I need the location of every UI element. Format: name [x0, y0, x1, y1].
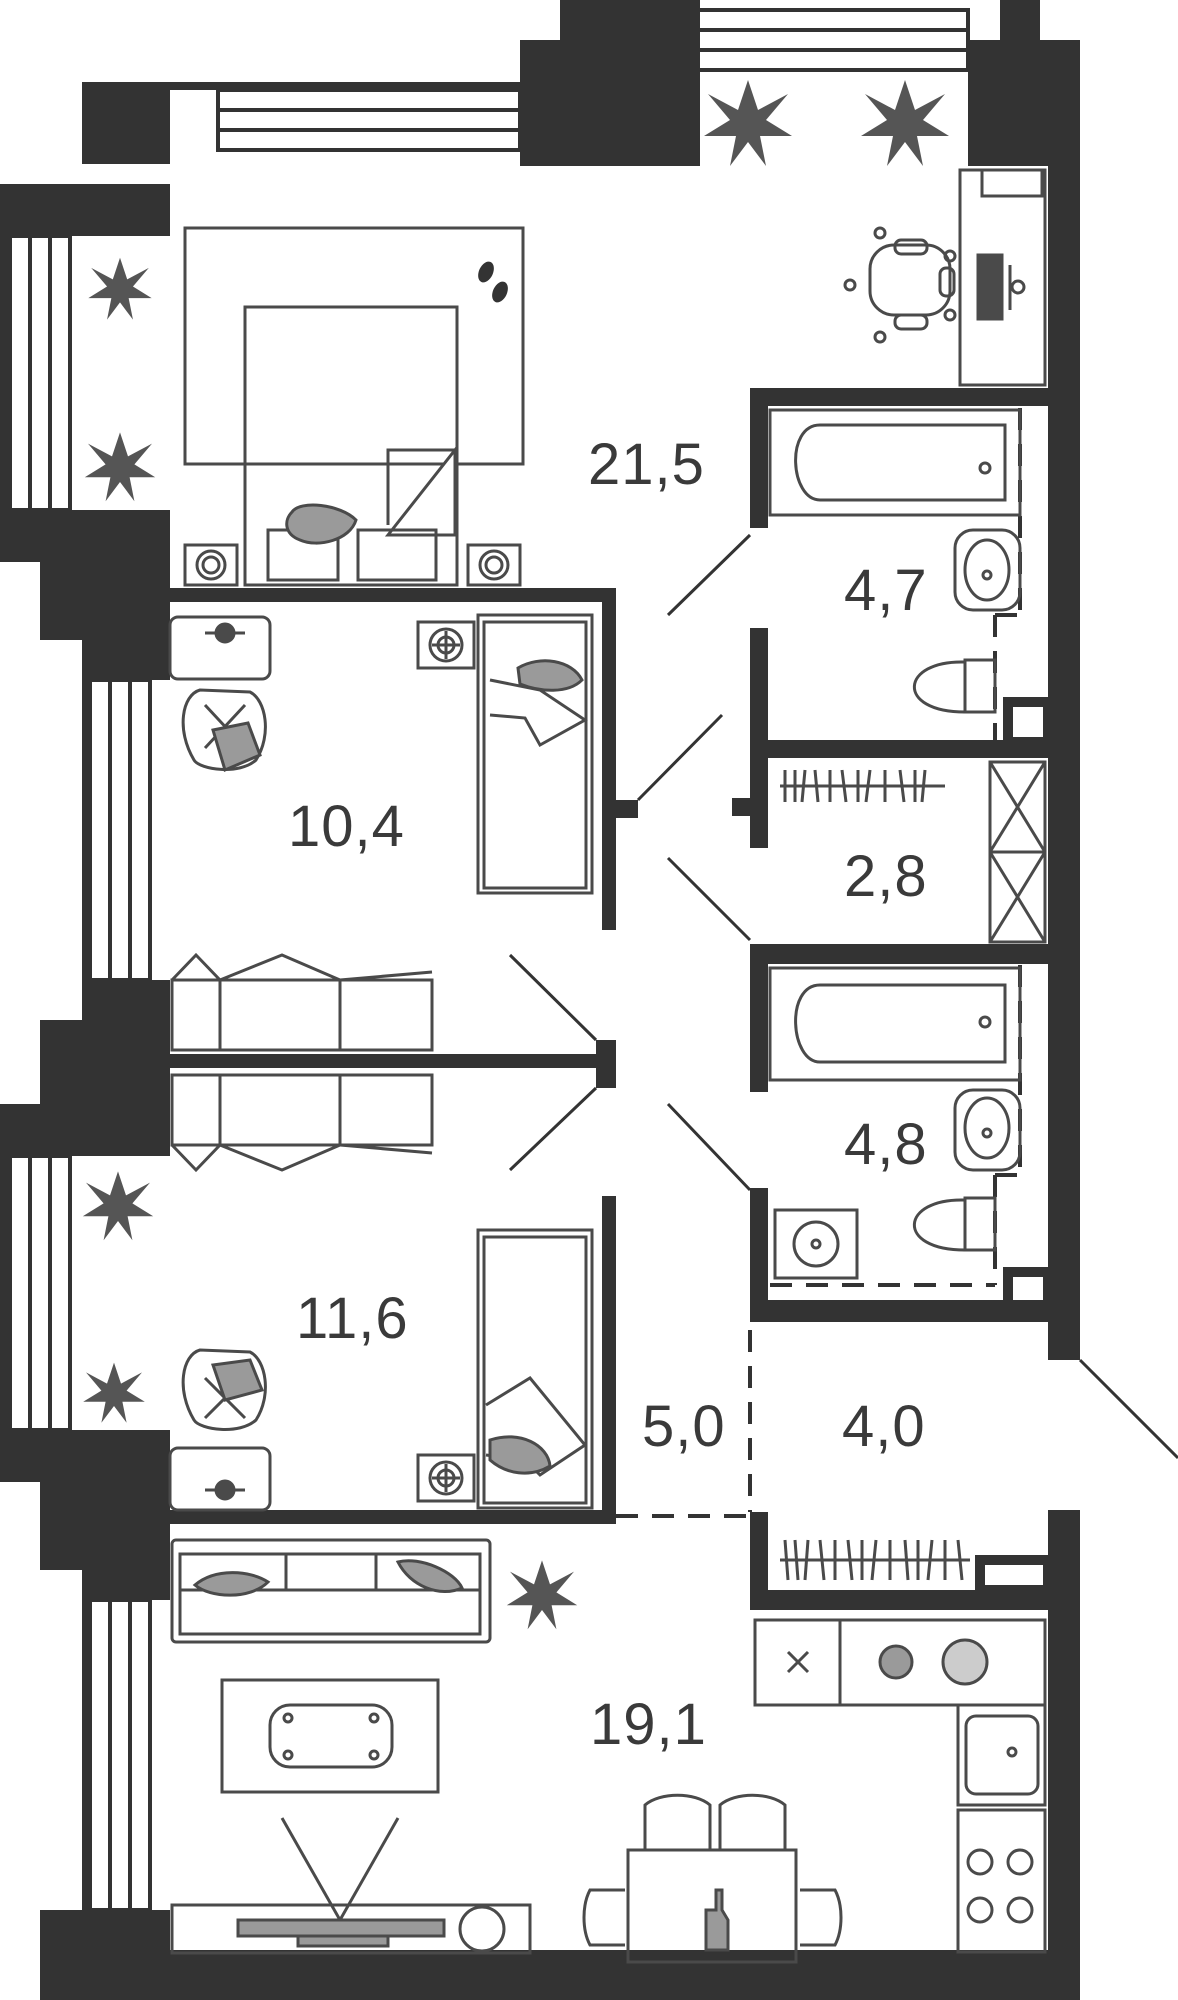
interior-walls: [170, 388, 1053, 1610]
wardrobe-hangers: [783, 769, 964, 1581]
plant-icon: [82, 80, 949, 1630]
door-swings: [508, 533, 1178, 1460]
furniture: [168, 168, 1047, 1964]
area-label-bedroom-2: 10,4: [288, 794, 405, 859]
area-label-living-kitchen: 19,1: [590, 1692, 707, 1757]
area-label-bathroom-1: 4,7: [844, 558, 928, 623]
slippers-icon: [478, 261, 508, 303]
area-labels: 21,5 4,7 10,4 2,8 4,8 11,6 5,0 4,0 19,1: [288, 432, 928, 1757]
windows: [8, 8, 970, 1912]
area-label-bedroom-main: 21,5: [588, 432, 705, 497]
outer-walls: [0, 0, 1080, 2000]
area-label-wardrobe: 2,8: [844, 844, 928, 909]
area-label-hall: 4,0: [842, 1394, 926, 1459]
area-label-bathroom-2: 4,8: [844, 1112, 928, 1177]
area-label-corridor: 5,0: [642, 1394, 726, 1459]
area-label-bedroom-3: 11,6: [296, 1286, 409, 1351]
